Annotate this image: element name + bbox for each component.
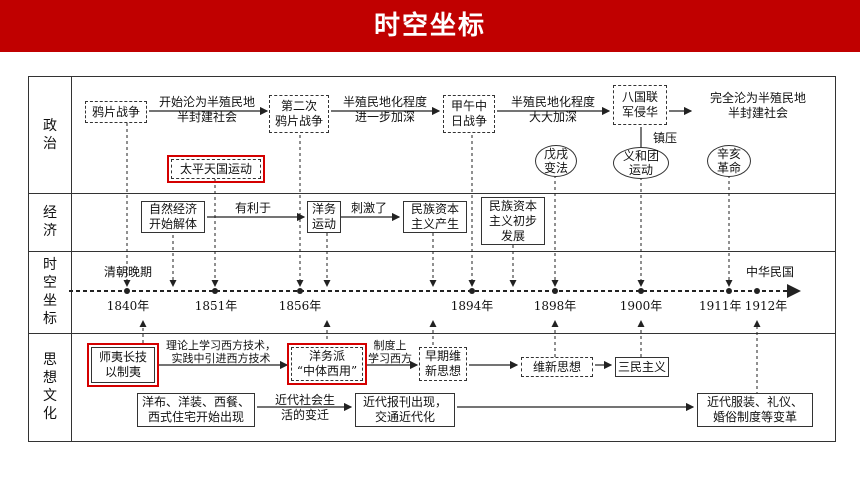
- western-goods-box: 洋布、洋装、西餐、西式住宅开始出现: [137, 393, 255, 427]
- year-1912: 1912年: [744, 299, 788, 313]
- row-label-economy: 经济: [43, 205, 57, 239]
- three-principles-box: 三民主义: [615, 357, 669, 377]
- westernization-school-box: 洋务派“中体西用”: [287, 343, 367, 385]
- boxer-movement-oval: 义和团运动: [613, 147, 669, 179]
- westernization-movement-box: 洋务运动: [307, 201, 341, 233]
- system-learning-note: 制度上学习西方: [368, 339, 412, 365]
- page-title: 时空坐标: [373, 11, 486, 41]
- row-divider: [29, 251, 835, 252]
- natural-economy-box: 自然经济开始解体: [141, 201, 205, 233]
- fully-semi-colonial-note: 完全沦为半殖民地半封建社会: [709, 91, 806, 120]
- year-1851: 1851年: [194, 299, 238, 313]
- social-change-note: 近代社会生活的变迁: [274, 393, 335, 422]
- timeline-diagram: 政治 经济 时空坐标 思想文化: [28, 76, 836, 442]
- row-divider: [29, 333, 835, 334]
- national-capital-develop-box: 民族资本主义初步发展: [481, 197, 545, 245]
- eight-nation-alliance-box: 八国联军侵华: [613, 85, 667, 125]
- year-1900: 1900年: [619, 299, 663, 313]
- theory-practice-note: 理论上学习西方技术，实践中引进西方技术: [166, 339, 276, 365]
- xinhai-revolution-oval: 辛亥革命: [707, 145, 751, 177]
- row-divider: [29, 193, 835, 194]
- roc-label: 中华民国: [745, 265, 794, 279]
- reform-1898-oval: 戊戌变法: [535, 145, 577, 177]
- year-1840: 1840年: [106, 299, 150, 313]
- row-label-thought: 思想文化: [43, 352, 57, 422]
- late-qing-label: 清朝晚期: [103, 265, 152, 279]
- year-1856: 1856年: [278, 299, 322, 313]
- row-label-timeline: 时空坐标: [43, 257, 57, 327]
- deepen-note: 半殖民地化程度进一步加深: [342, 95, 427, 124]
- sino-japanese-war-box: 甲午中日战争: [443, 95, 495, 133]
- greatly-deepen-note: 半殖民地化程度大大加深: [510, 95, 595, 124]
- taiping-movement-box: 太平天国运动: [167, 155, 265, 183]
- reform-thought-box: 维新思想: [521, 357, 593, 377]
- opium-war-box: 鸦片战争: [85, 101, 147, 123]
- connector-lines: [69, 106, 801, 412]
- year-1894: 1894年: [450, 299, 494, 313]
- favorable-label: 有利于: [234, 201, 271, 215]
- early-reformers-box: 早期维新思想: [419, 347, 467, 381]
- national-capital-box: 民族资本主义产生: [403, 201, 467, 233]
- year-1911: 1911年: [699, 299, 742, 313]
- press-transport-box: 近代报刊出现，交通近代化: [355, 393, 455, 427]
- year-1898: 1898年: [533, 299, 577, 313]
- label-column-divider: [71, 77, 72, 441]
- stimulated-label: 刺激了: [350, 201, 387, 215]
- row-label-politics: 政治: [43, 118, 57, 152]
- modern-customs-box: 近代服装、礼仪、婚俗制度等变革: [697, 393, 813, 427]
- learn-west-box: 师夷长技以制夷: [87, 343, 159, 387]
- title-banner: [0, 0, 860, 52]
- semi-colonial-note: 开始沦为半殖民地半封建社会: [158, 95, 255, 124]
- second-opium-war-box: 第二次鸦片战争: [269, 95, 329, 133]
- suppress-label: 镇压: [652, 131, 677, 145]
